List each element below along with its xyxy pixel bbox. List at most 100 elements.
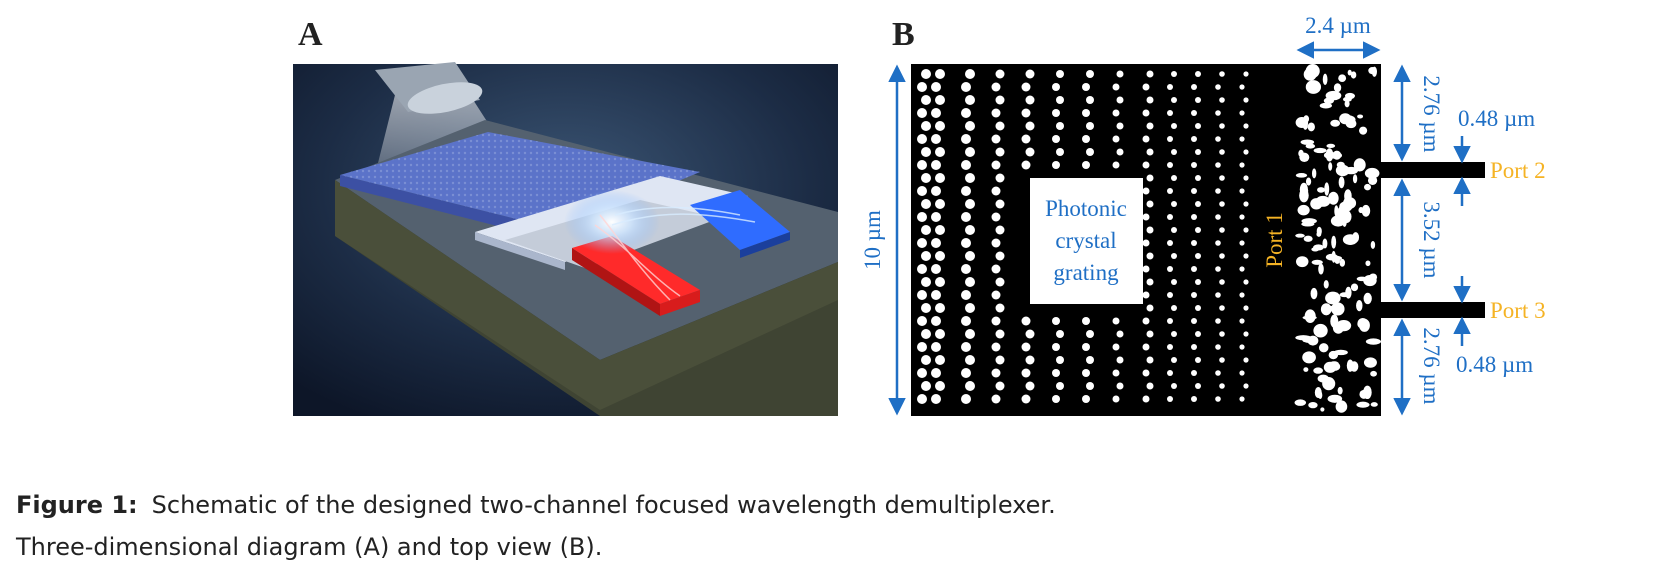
crystal-hole xyxy=(961,394,971,404)
crystal-hole xyxy=(1086,122,1094,130)
crystal-hole xyxy=(1219,253,1225,259)
crystal-hole xyxy=(935,251,945,261)
freeform-feature xyxy=(1371,66,1377,77)
crystal-hole xyxy=(1142,135,1150,143)
crystal-hole xyxy=(1021,316,1031,326)
freeform-feature xyxy=(1323,280,1329,289)
freeform-feature xyxy=(1322,377,1336,391)
crystal-hole xyxy=(931,290,941,300)
crystal-hole xyxy=(991,134,1001,144)
crystal-hole xyxy=(1215,188,1221,194)
freeform-feature xyxy=(1333,349,1348,356)
crystal-hole xyxy=(1025,381,1035,391)
crystal-hole xyxy=(1243,331,1249,337)
crystal-hole xyxy=(1239,292,1245,298)
crystal-hole xyxy=(1191,110,1197,116)
crystal-hole xyxy=(921,69,931,79)
crystal-hole xyxy=(917,134,927,144)
crystal-hole xyxy=(1167,396,1173,402)
crystal-hole xyxy=(1142,343,1150,351)
crystal-hole xyxy=(1239,266,1245,272)
crystal-hole xyxy=(995,147,1005,157)
crystal-hole xyxy=(995,303,1005,313)
crystal-hole xyxy=(1146,330,1154,338)
crystal-hole xyxy=(1052,161,1060,169)
crystal-hole xyxy=(1239,240,1245,246)
freeform-feature xyxy=(1359,126,1368,135)
freeform-feature xyxy=(1335,164,1350,177)
crystal-hole xyxy=(1191,188,1197,194)
crystal-hole xyxy=(965,303,975,313)
crystal-hole xyxy=(931,394,941,404)
crystal-hole xyxy=(917,212,927,222)
crystal-hole xyxy=(1219,123,1225,129)
freeform-feature xyxy=(1322,238,1328,249)
freeform-feature xyxy=(1365,260,1371,267)
panel-a-illustration xyxy=(293,62,838,416)
crystal-hole xyxy=(1243,383,1249,389)
crystal-hole xyxy=(935,69,945,79)
freeform-feature xyxy=(1322,73,1328,86)
crystal-hole xyxy=(1142,213,1150,221)
freeform-feature xyxy=(1363,357,1377,368)
freeform-feature xyxy=(1310,80,1316,85)
freeform-feature xyxy=(1338,176,1345,189)
crystal-hole xyxy=(917,160,927,170)
freeform-feature xyxy=(1294,399,1307,406)
crystal-hole xyxy=(921,355,931,365)
crystal-hole xyxy=(1243,253,1249,259)
crystal-hole xyxy=(1146,122,1154,130)
crystal-hole xyxy=(1219,383,1225,389)
crystal-hole xyxy=(1191,240,1197,246)
crystal-hole xyxy=(921,329,931,339)
crystal-hole xyxy=(965,251,975,261)
crystal-hole xyxy=(1052,317,1060,325)
crystal-hole xyxy=(961,316,971,326)
freeform-feature xyxy=(1323,97,1335,104)
freeform-feature xyxy=(1333,83,1342,93)
crystal-hole xyxy=(1052,109,1060,117)
freeform-feature xyxy=(1315,195,1331,207)
freeform-feature xyxy=(1314,386,1322,399)
crystal-hole xyxy=(1025,355,1035,365)
crystal-hole xyxy=(1056,382,1064,390)
crystal-hole xyxy=(965,277,975,287)
freeform-feature xyxy=(1303,67,1317,81)
crystal-hole xyxy=(931,238,941,248)
crystal-hole xyxy=(1219,97,1225,103)
crystal-hole xyxy=(995,277,1005,287)
crystal-hole xyxy=(1215,162,1221,168)
crystal-hole xyxy=(1146,96,1154,104)
crystal-hole xyxy=(931,264,941,274)
crystal-hole xyxy=(1052,343,1060,351)
crystal-hole xyxy=(1142,265,1150,273)
crystal-hole xyxy=(1021,82,1031,92)
port-2-waveguide xyxy=(1381,162,1485,178)
mid-gap-dimension-label: 3.52 µm xyxy=(1419,201,1444,278)
crystal-hole xyxy=(1191,136,1197,142)
crystal-hole xyxy=(1082,135,1090,143)
crystal-hole xyxy=(1167,266,1173,272)
freeform-feature xyxy=(1303,367,1309,372)
crystal-hole xyxy=(1243,357,1249,363)
crystal-hole xyxy=(1191,370,1197,376)
freeform-feature xyxy=(1339,258,1346,267)
crystal-hole xyxy=(1195,201,1201,207)
crystal-hole xyxy=(1021,134,1031,144)
crystal-hole xyxy=(991,160,1001,170)
crystal-hole xyxy=(921,147,931,157)
crystal-hole xyxy=(1171,123,1177,129)
crystal-hole xyxy=(1215,396,1221,402)
port-3-label: Port 3 xyxy=(1490,298,1546,323)
crystal-hole xyxy=(921,303,931,313)
crystal-hole xyxy=(1239,136,1245,142)
port-3-waveguide xyxy=(1381,302,1485,318)
crystal-hole xyxy=(935,355,945,365)
panel-a-letter: A xyxy=(298,16,323,53)
crystal-hole xyxy=(991,368,1001,378)
crystal-hole xyxy=(1171,227,1177,233)
freeform-feature xyxy=(1361,204,1371,217)
freeform-feature xyxy=(1357,114,1364,119)
crystal-hole xyxy=(917,82,927,92)
crystal-hole xyxy=(1056,70,1064,78)
